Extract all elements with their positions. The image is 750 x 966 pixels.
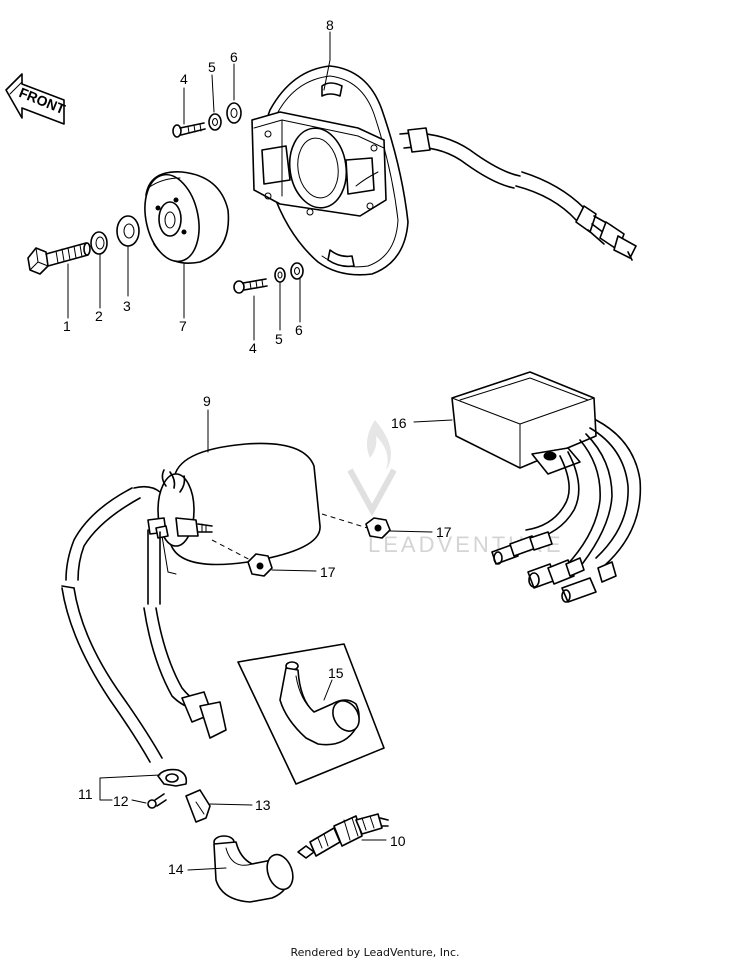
clamp-13 [185,789,211,823]
callout-3: 3 [123,298,131,314]
callout-10: 10 [390,833,406,849]
callout-2: 2 [95,308,103,324]
washer-2 [90,231,108,255]
callout-9: 9 [203,393,211,409]
cdi-unit-16 [451,371,597,475]
callout-4-upper: 4 [180,71,188,87]
callout-8: 8 [326,17,334,33]
leader-lines [67,31,453,871]
washer-6-upper [226,102,242,124]
bolt-1 [27,242,91,275]
mount-dash-upper [321,513,375,531]
screw-4-lower [233,278,268,294]
callout-14: 14 [168,861,184,877]
callout-6-lower: 6 [295,322,303,338]
callout-17-lower: 17 [320,564,336,580]
plug-cap-15 [279,661,360,746]
callout-5-upper: 5 [208,59,216,75]
cdi-wire-harness [491,419,642,603]
ignition-coil-9 [133,442,321,575]
nut-17-lower [247,553,273,577]
lock-washer-5-upper [208,113,222,131]
callout-12: 12 [113,793,129,809]
spark-plug-10 [297,813,389,859]
callout-16: 16 [391,415,407,431]
callout-7: 7 [179,318,187,334]
stator-plate-8 [251,65,409,276]
callout-11: 11 [78,786,93,802]
callout-5-lower: 5 [275,331,283,347]
callout-1: 1 [63,318,71,334]
clamp-11 [157,768,188,787]
high-tension-lead [61,487,163,763]
footer-credit: Rendered by LeadVenture, Inc. [290,946,460,959]
washer-6-lower [290,262,304,280]
callout-4-lower: 4 [249,340,257,356]
washer-3 [116,215,140,247]
front-label: FRONT [17,84,68,117]
callout-15: 15 [328,665,344,681]
coil-primary-lead [143,529,227,739]
lock-washer-5-lower [274,267,286,283]
screw-12 [147,793,167,809]
plug-cap-14 [213,835,294,903]
callout-numbers: 4 5 6 8 1 2 3 7 4 5 6 9 16 17 17 15 11 1… [63,17,452,877]
callout-6-upper: 6 [230,49,238,65]
callout-13: 13 [255,797,271,813]
front-arrow: FRONT [5,73,68,125]
callout-17-upper: 17 [436,524,452,540]
inset-box-15 [237,643,385,785]
stator-wire-harness [399,127,637,261]
flywheel-rotor-7 [144,171,230,264]
screw-4-upper [172,122,206,138]
nut-17-upper [365,517,391,539]
